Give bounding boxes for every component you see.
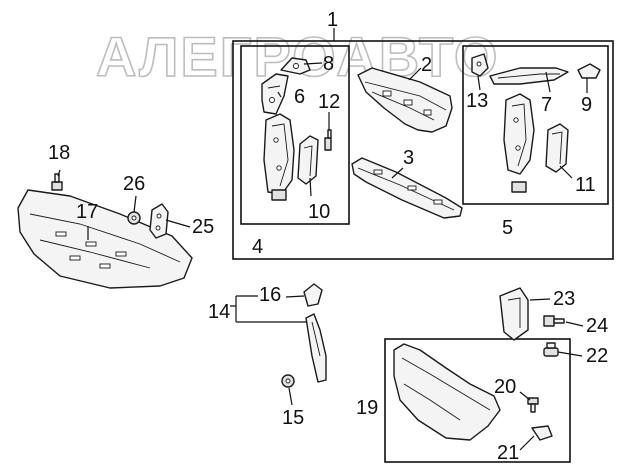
callout-26: 26 bbox=[123, 173, 145, 195]
callout-3: 3 bbox=[403, 147, 414, 169]
callout-16: 16 bbox=[259, 284, 281, 306]
callout-11: 11 bbox=[575, 174, 596, 196]
part-13-bracket bbox=[471, 53, 489, 77]
part-16-clip bbox=[303, 283, 323, 307]
callout-4: 4 bbox=[252, 236, 263, 258]
group-4-box bbox=[240, 45, 350, 225]
callout-14: 14 bbox=[208, 301, 230, 323]
part-11-reinforcement bbox=[545, 123, 569, 173]
part-5-side-member bbox=[503, 93, 535, 193]
part-12-clip bbox=[324, 129, 332, 151]
part-7-brace bbox=[489, 67, 569, 85]
callout-6: 6 bbox=[294, 86, 305, 108]
callout-20: 20 bbox=[494, 376, 516, 398]
callout-12: 12 bbox=[318, 91, 340, 113]
part-9-bracket bbox=[577, 63, 601, 79]
callout-8: 8 bbox=[323, 53, 334, 75]
callout-9: 9 bbox=[581, 94, 592, 116]
watermark-logo: АЛЕГРОАВТО bbox=[96, 25, 499, 88]
callout-5: 5 bbox=[502, 217, 513, 239]
part-10-reinforcement bbox=[297, 135, 319, 185]
part-25-bracket bbox=[149, 203, 169, 239]
part-19-lower-cover bbox=[393, 343, 501, 441]
callout-21: 21 bbox=[497, 442, 519, 464]
callout-25: 25 bbox=[192, 216, 214, 238]
callout-13: 13 bbox=[466, 90, 488, 112]
callout-17: 17 bbox=[76, 201, 98, 223]
callout-15: 15 bbox=[282, 407, 304, 429]
part-23-seal bbox=[499, 287, 529, 341]
callout-1: 1 bbox=[327, 9, 338, 31]
part-8-bracket bbox=[280, 57, 311, 75]
part-20-fastener bbox=[527, 397, 539, 413]
part-18-bolt bbox=[51, 173, 63, 191]
callout-labels: 1 2 3 4 5 6 7 8 9 10 11 12 13 14 15 16 1… bbox=[48, 9, 608, 464]
part-26-nut bbox=[127, 211, 141, 225]
callout-22: 22 bbox=[586, 345, 608, 367]
part-17-under-cover bbox=[17, 189, 193, 289]
callout-7: 7 bbox=[541, 94, 552, 116]
group-19-box bbox=[384, 338, 571, 463]
leader-lines bbox=[57, 28, 588, 451]
part-21-clip bbox=[531, 425, 553, 441]
callout-2: 2 bbox=[421, 54, 432, 76]
assembly-1-box bbox=[232, 40, 614, 260]
callout-10: 10 bbox=[308, 201, 330, 223]
callout-24: 24 bbox=[586, 315, 608, 337]
callout-19: 19 bbox=[356, 397, 378, 419]
part-6-brace bbox=[261, 73, 289, 115]
callout-23: 23 bbox=[553, 288, 575, 310]
part-22-nut bbox=[543, 342, 559, 357]
part-2-upper-support bbox=[357, 67, 453, 133]
group-5-box bbox=[462, 45, 609, 205]
part-14-seal-strip bbox=[305, 313, 327, 383]
part-4-side-member bbox=[263, 113, 295, 201]
callout-18: 18 bbox=[48, 142, 70, 164]
part-3-lower-support bbox=[351, 157, 463, 219]
part-15-bolt bbox=[281, 374, 295, 388]
part-24-bolt bbox=[543, 315, 565, 327]
